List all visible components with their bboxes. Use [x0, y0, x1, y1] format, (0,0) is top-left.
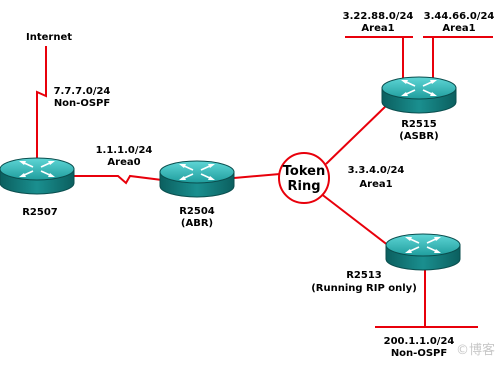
net-1110-address: 1.1.1.0/24 [96, 145, 153, 156]
router-icon [159, 160, 235, 198]
net-344660-area: Area1 [442, 23, 475, 34]
net-322880-area: Area1 [361, 23, 394, 34]
watermark: ©博客 [456, 342, 495, 358]
router-r2504-role: (ABR) [181, 218, 213, 229]
token-ring-line1: Token [283, 164, 325, 179]
serial-link-1110 [72, 174, 163, 185]
router-r2507-name: R2507 [22, 207, 58, 218]
tr-link-r2515 [325, 103, 389, 165]
router-r2515-name: R2515 [401, 119, 437, 130]
net-3340-address: 3.3.4.0/24 [348, 165, 405, 176]
net-200110-area: Non-OSPF [391, 348, 447, 359]
router-r2515 [381, 76, 457, 114]
router-icon [0, 157, 75, 195]
net-322880-address: 3.22.88.0/24 [343, 11, 414, 22]
net-344660-address: 3.44.66.0/24 [424, 11, 495, 22]
net-3340-area: Area1 [359, 179, 392, 190]
router-icon [385, 233, 461, 271]
internet-label: Internet [26, 32, 72, 43]
router-icon [381, 76, 457, 114]
token-ring: Token Ring [278, 152, 330, 204]
router-r2513 [385, 233, 461, 271]
net-1110-area: Area0 [107, 157, 140, 168]
net-200110-address: 200.1.1.0/24 [384, 336, 455, 347]
token-ring-line2: Ring [287, 179, 320, 194]
router-r2513-role: (Running RIP only) [311, 283, 417, 294]
router-r2504 [159, 160, 235, 198]
net-7770-area: Non-OSPF [54, 98, 110, 109]
tr-link-r2504 [233, 173, 281, 179]
router-r2515-role: (ASBR) [399, 131, 438, 142]
tr-link-r2513 [319, 192, 390, 247]
internet-link [36, 46, 47, 158]
router-r2507 [0, 157, 75, 195]
router-r2513-name: R2513 [346, 270, 382, 281]
net-7770-address: 7.7.7.0/24 [54, 86, 111, 97]
router-r2504-name: R2504 [179, 206, 215, 217]
